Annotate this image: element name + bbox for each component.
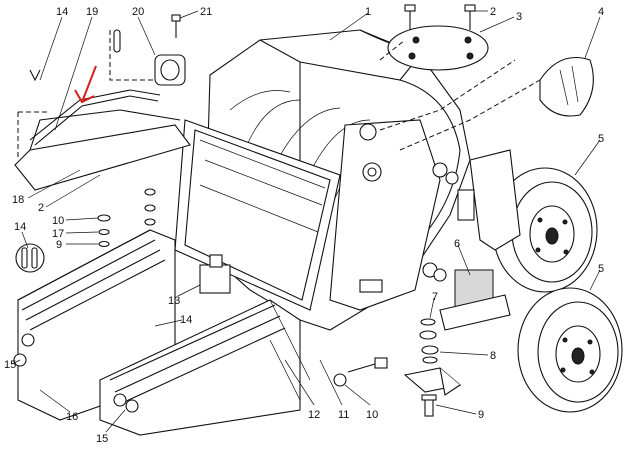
label-part-14-top: 14 <box>56 6 68 18</box>
label-part-14-mid: 14 <box>180 314 192 326</box>
rod-part-19 <box>29 89 161 146</box>
side-plate <box>329 119 441 311</box>
label-part-19: 19 <box>86 6 98 18</box>
label-part-3: 3 <box>516 11 522 23</box>
red-arrow-icon <box>74 65 97 104</box>
label-part-16: 16 <box>66 411 78 423</box>
label-part-9-right: 9 <box>478 409 484 421</box>
label-part-1: 1 <box>365 6 371 18</box>
rod-part-11 <box>269 299 311 381</box>
guide-line <box>379 59 516 131</box>
shield-outline <box>17 30 160 160</box>
pin-part-21 <box>171 14 181 38</box>
label-part-2-left: 2 <box>38 202 44 214</box>
label-part-2: 2 <box>490 6 496 18</box>
label-part-20: 20 <box>132 6 144 18</box>
plate-part-6 <box>439 269 511 331</box>
washers-7-8 <box>419 318 439 364</box>
label-part-21: 21 <box>200 6 212 18</box>
label-part-10-right: 10 <box>366 409 378 421</box>
label-part-13: 13 <box>168 295 180 307</box>
cover-plate <box>387 4 489 71</box>
disc-part-4 <box>539 56 594 117</box>
label-part-9-left: 9 <box>56 239 62 251</box>
pin-part-14a <box>29 69 41 82</box>
label-part-10-left: 10 <box>52 215 64 227</box>
label-part-17: 17 <box>52 228 64 240</box>
shield-part-18 <box>14 109 191 191</box>
label-part-14-left: 14 <box>14 221 26 233</box>
label-part-7: 7 <box>432 291 438 303</box>
guide-line-2 <box>399 79 541 151</box>
leader-lines <box>11 10 601 433</box>
axle-bracket <box>422 149 521 282</box>
label-part-8: 8 <box>490 350 496 362</box>
wheel-lower <box>517 287 623 413</box>
label-part-15-left: 15 <box>4 359 16 371</box>
label-part-12: 12 <box>308 409 320 421</box>
label-part-5-lower: 5 <box>598 263 604 275</box>
label-part-4: 4 <box>598 6 604 18</box>
conveyor-front <box>99 299 301 436</box>
label-part-15-bottom: 15 <box>96 433 108 445</box>
guide-line-3 <box>379 39 406 61</box>
motor-part-13 <box>199 254 231 294</box>
bolt-part-10 <box>333 357 388 387</box>
label-part-18: 18 <box>12 194 24 206</box>
part-labels: 1 2 3 4 5 5 6 7 8 9 10 11 12 13 14 14 19… <box>4 6 604 445</box>
pin-part-14-top <box>113 29 121 53</box>
label-part-11: 11 <box>338 409 349 421</box>
wheel-upper <box>492 167 598 293</box>
bracket-part-9 <box>403 367 462 417</box>
label-part-6: 6 <box>454 238 460 250</box>
rod-part-12 <box>269 339 301 401</box>
bushing-part-20 <box>154 54 186 86</box>
label-part-5-upper: 5 <box>598 133 604 145</box>
washers-left <box>97 188 156 248</box>
